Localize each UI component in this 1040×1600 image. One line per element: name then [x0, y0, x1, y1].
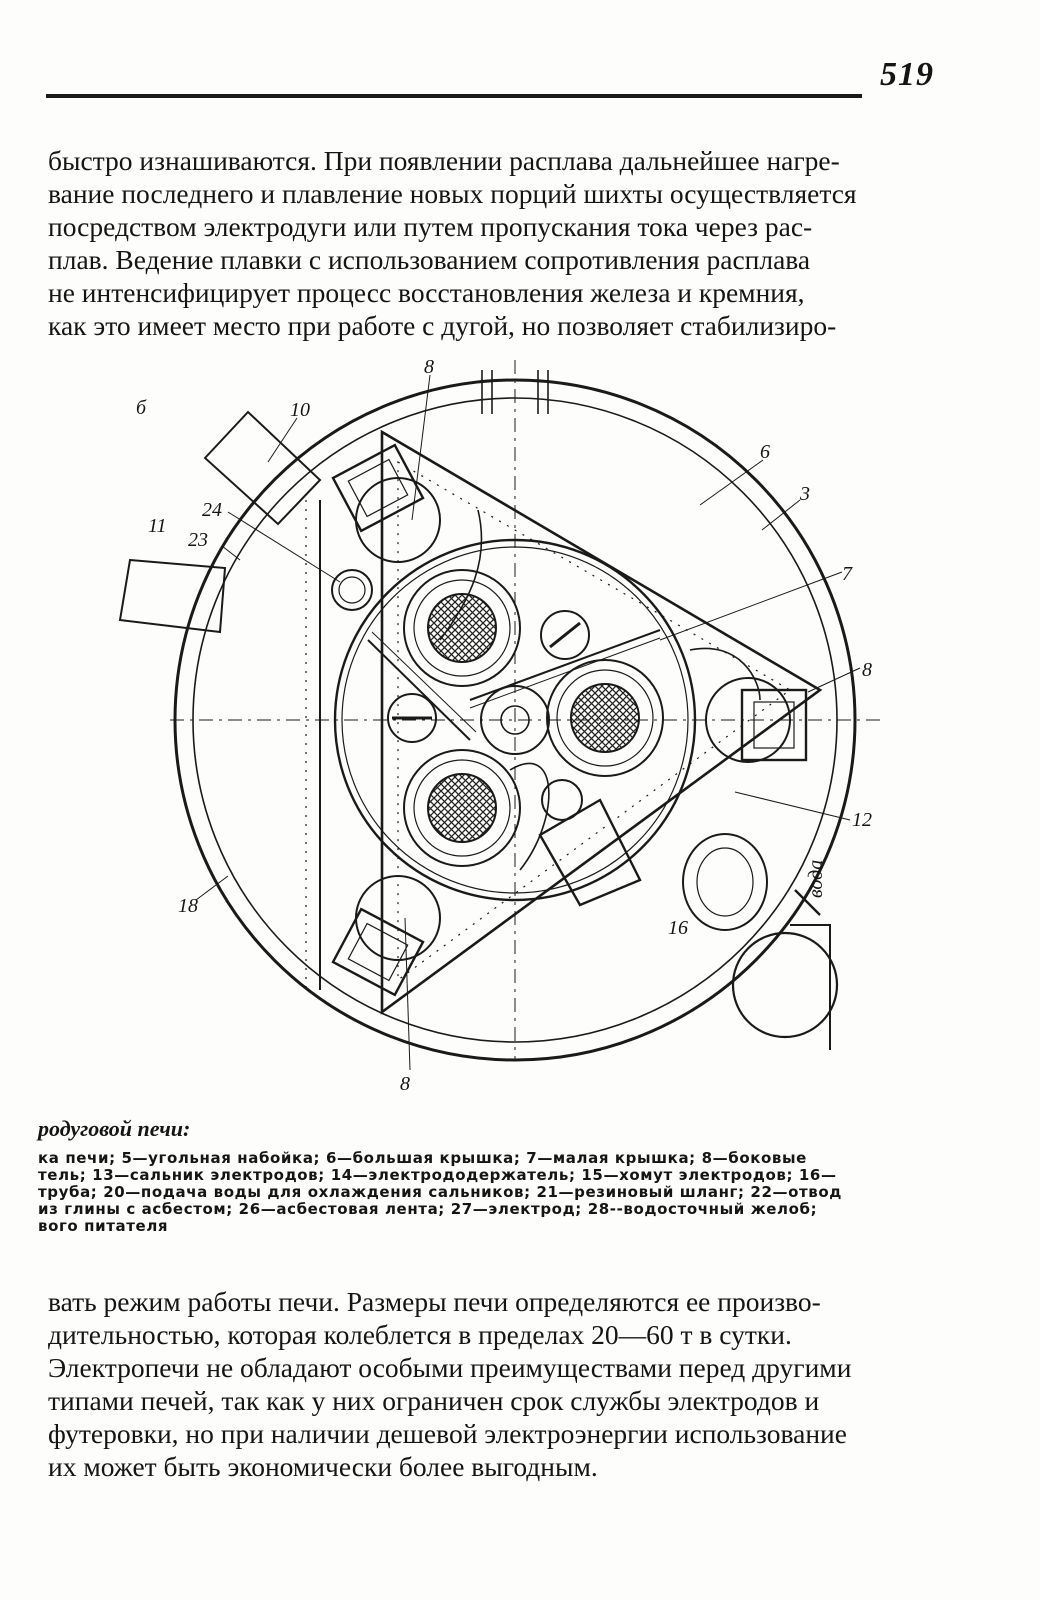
label-10: 10	[290, 399, 310, 421]
label-3: 3	[799, 483, 810, 505]
text-line: вание последнего и плавление новых порци…	[48, 178, 857, 209]
legend-line: вого питателя	[38, 1217, 169, 1235]
label-voda: вода	[805, 860, 827, 898]
legend-line: труба; 20—подача воды для охлаждения сал…	[38, 1183, 843, 1201]
text-line: вать режим работы печи. Размеры печи опр…	[48, 1286, 821, 1317]
label-8-bottom: 8	[400, 1073, 410, 1095]
furnace-diagram: б 8 10 6 3 24 11 23 7 8 12 18 16 8 вода	[118, 356, 880, 1095]
figure-legend: ка печи; 5—угольная набойка; 6—большая к…	[38, 1150, 842, 1235]
text-line: плав. Ведение плавки с использованием со…	[48, 244, 811, 275]
electrode	[403, 749, 521, 867]
label-16: 16	[668, 917, 688, 939]
text-line: футеровки, но при наличии дешевой электр…	[48, 1418, 847, 1449]
text-line: посредством электродуги или путем пропус…	[48, 211, 813, 242]
page-number: 519	[880, 56, 934, 93]
legend-line: из глины с асбестом; 26—асбестовая лента…	[38, 1200, 818, 1218]
electrode	[403, 569, 521, 687]
text-line: Электропечи не обладают особыми преимуще…	[48, 1352, 852, 1383]
paragraph-top: быстро изнашиваются. При появлении распл…	[48, 144, 857, 342]
text-line: как это имеет место при работе с дугой, …	[48, 310, 837, 341]
label-8-top: 8	[424, 356, 434, 378]
text-line: типами печей, так как у них ограничен ср…	[48, 1385, 820, 1416]
label-6: 6	[760, 441, 770, 463]
header-rule	[46, 94, 862, 98]
text-line: не интенсифицирует процесс восстановлени…	[48, 277, 805, 308]
text-line: быстро изнашиваются. При появлении распл…	[48, 145, 840, 176]
label-23: 23	[188, 529, 208, 551]
electrode	[546, 659, 664, 777]
label-7: 7	[842, 563, 853, 585]
legend-line: ка печи; 5—угольная набойка; 6—большая к…	[38, 1149, 807, 1167]
label-8-right: 8	[862, 659, 872, 681]
text-line: дительностью, которая колеблется в преде…	[48, 1319, 792, 1350]
beam-frame	[380, 429, 823, 1015]
pipe-10	[203, 410, 322, 526]
label-12: 12	[852, 809, 872, 831]
panel-label: б	[136, 397, 147, 419]
text-line: их может быть экономически более выгодны…	[48, 1451, 598, 1482]
figure-caption-title: родуговой печи:	[38, 1116, 191, 1141]
label-18: 18	[178, 895, 198, 917]
legend-line: тель; 13—сальник электродов; 14—электрод…	[38, 1166, 837, 1184]
label-24: 24	[202, 499, 222, 521]
pipe-11	[118, 558, 227, 634]
label-11: 11	[148, 515, 167, 537]
paragraph-bottom: вать режим работы печи. Размеры печи опр…	[48, 1285, 851, 1483]
